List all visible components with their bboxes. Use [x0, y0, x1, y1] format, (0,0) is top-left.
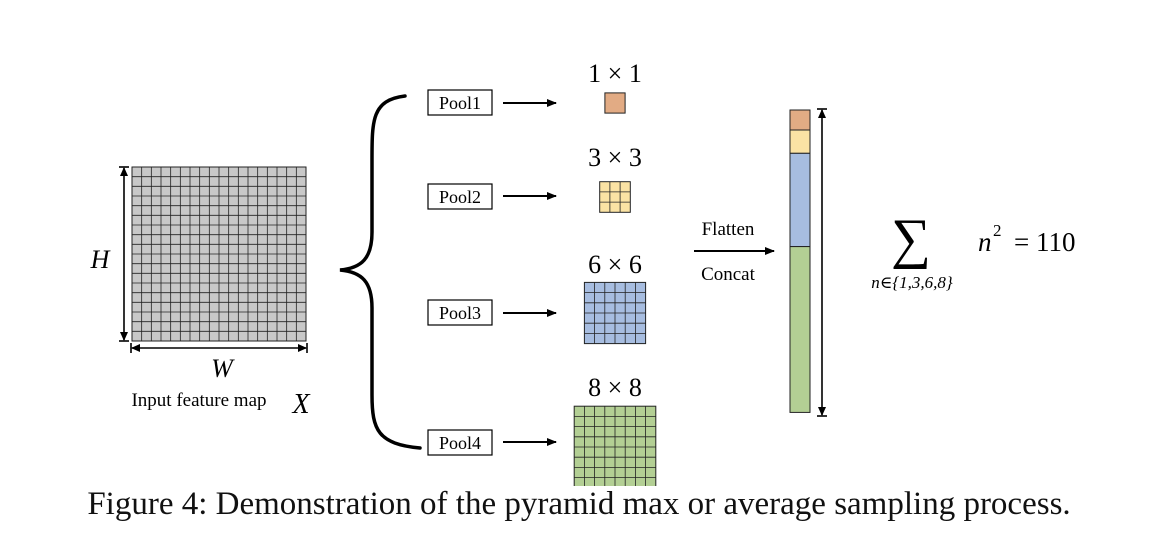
concat-label: Concat — [701, 264, 756, 285]
pyramid-sampling-diagram: H W Input feature map X Pool1 1 × 1 Pool… — [90, 59, 1075, 486]
width-dimension-arrow — [130, 343, 308, 353]
pool1-grid-background — [604, 92, 626, 114]
vector-segment-pool3 — [789, 152, 811, 248]
pool-branch-1: Pool1 1 × 1 — [427, 59, 642, 116]
vector-segment-pool4 — [789, 246, 811, 413]
pool4-label-box — [427, 429, 493, 456]
pool4-label: Pool4 — [439, 433, 481, 453]
pool1-label-box — [427, 89, 493, 116]
vector-length-arrow — [817, 108, 827, 417]
vector-segment-pool1 — [789, 109, 811, 131]
pool4-size-label: 8 × 8 — [588, 373, 642, 402]
flatten-label: Flatten — [702, 219, 755, 240]
pool2-grid — [599, 181, 631, 213]
pool2-grid-background — [599, 181, 631, 213]
summation-sigma: ∑ — [891, 208, 931, 270]
pool1-label: Pool1 — [439, 93, 481, 113]
pool3-size-label: 6 × 6 — [588, 250, 642, 279]
pool3-grid — [583, 281, 647, 345]
height-label: H — [90, 245, 111, 274]
formula-result: = 110 — [1014, 227, 1075, 257]
formula-exponent: 2 — [993, 221, 1002, 240]
input-symbol-x: X — [291, 389, 310, 420]
input-feature-map-caption: Input feature map — [131, 390, 266, 411]
input-feature-map-grid — [131, 166, 307, 342]
pool-branch-2: Pool2 3 × 3 — [427, 143, 642, 213]
pool3-label-box — [427, 299, 493, 326]
pool1-size-label: 1 × 1 — [588, 59, 642, 88]
height-dimension-arrow — [119, 166, 129, 342]
concatenated-vector — [789, 109, 811, 413]
summation-subscript: n∈{1,3,6,8} — [871, 273, 953, 292]
figure-caption: Figure 4: Demonstration of the pyramid m… — [87, 486, 1071, 522]
pool-branch-4: Pool4 8 × 8 — [427, 373, 657, 486]
formula-variable: n — [978, 227, 992, 257]
vector-segment-pool2 — [789, 129, 811, 154]
pool2-size-label: 3 × 3 — [588, 143, 642, 172]
pool-branch-3: Pool3 6 × 6 — [427, 250, 647, 345]
pool1-grid — [604, 92, 626, 114]
summation-formula: ∑ n∈{1,3,6,8} n 2 = 110 — [871, 208, 1075, 292]
pool2-label: Pool2 — [439, 187, 481, 207]
pool4-grid — [573, 405, 657, 486]
width-label: W — [211, 354, 235, 383]
pool3-label: Pool3 — [439, 303, 481, 323]
pool2-label-box — [427, 183, 493, 210]
curly-brace — [339, 94, 422, 450]
